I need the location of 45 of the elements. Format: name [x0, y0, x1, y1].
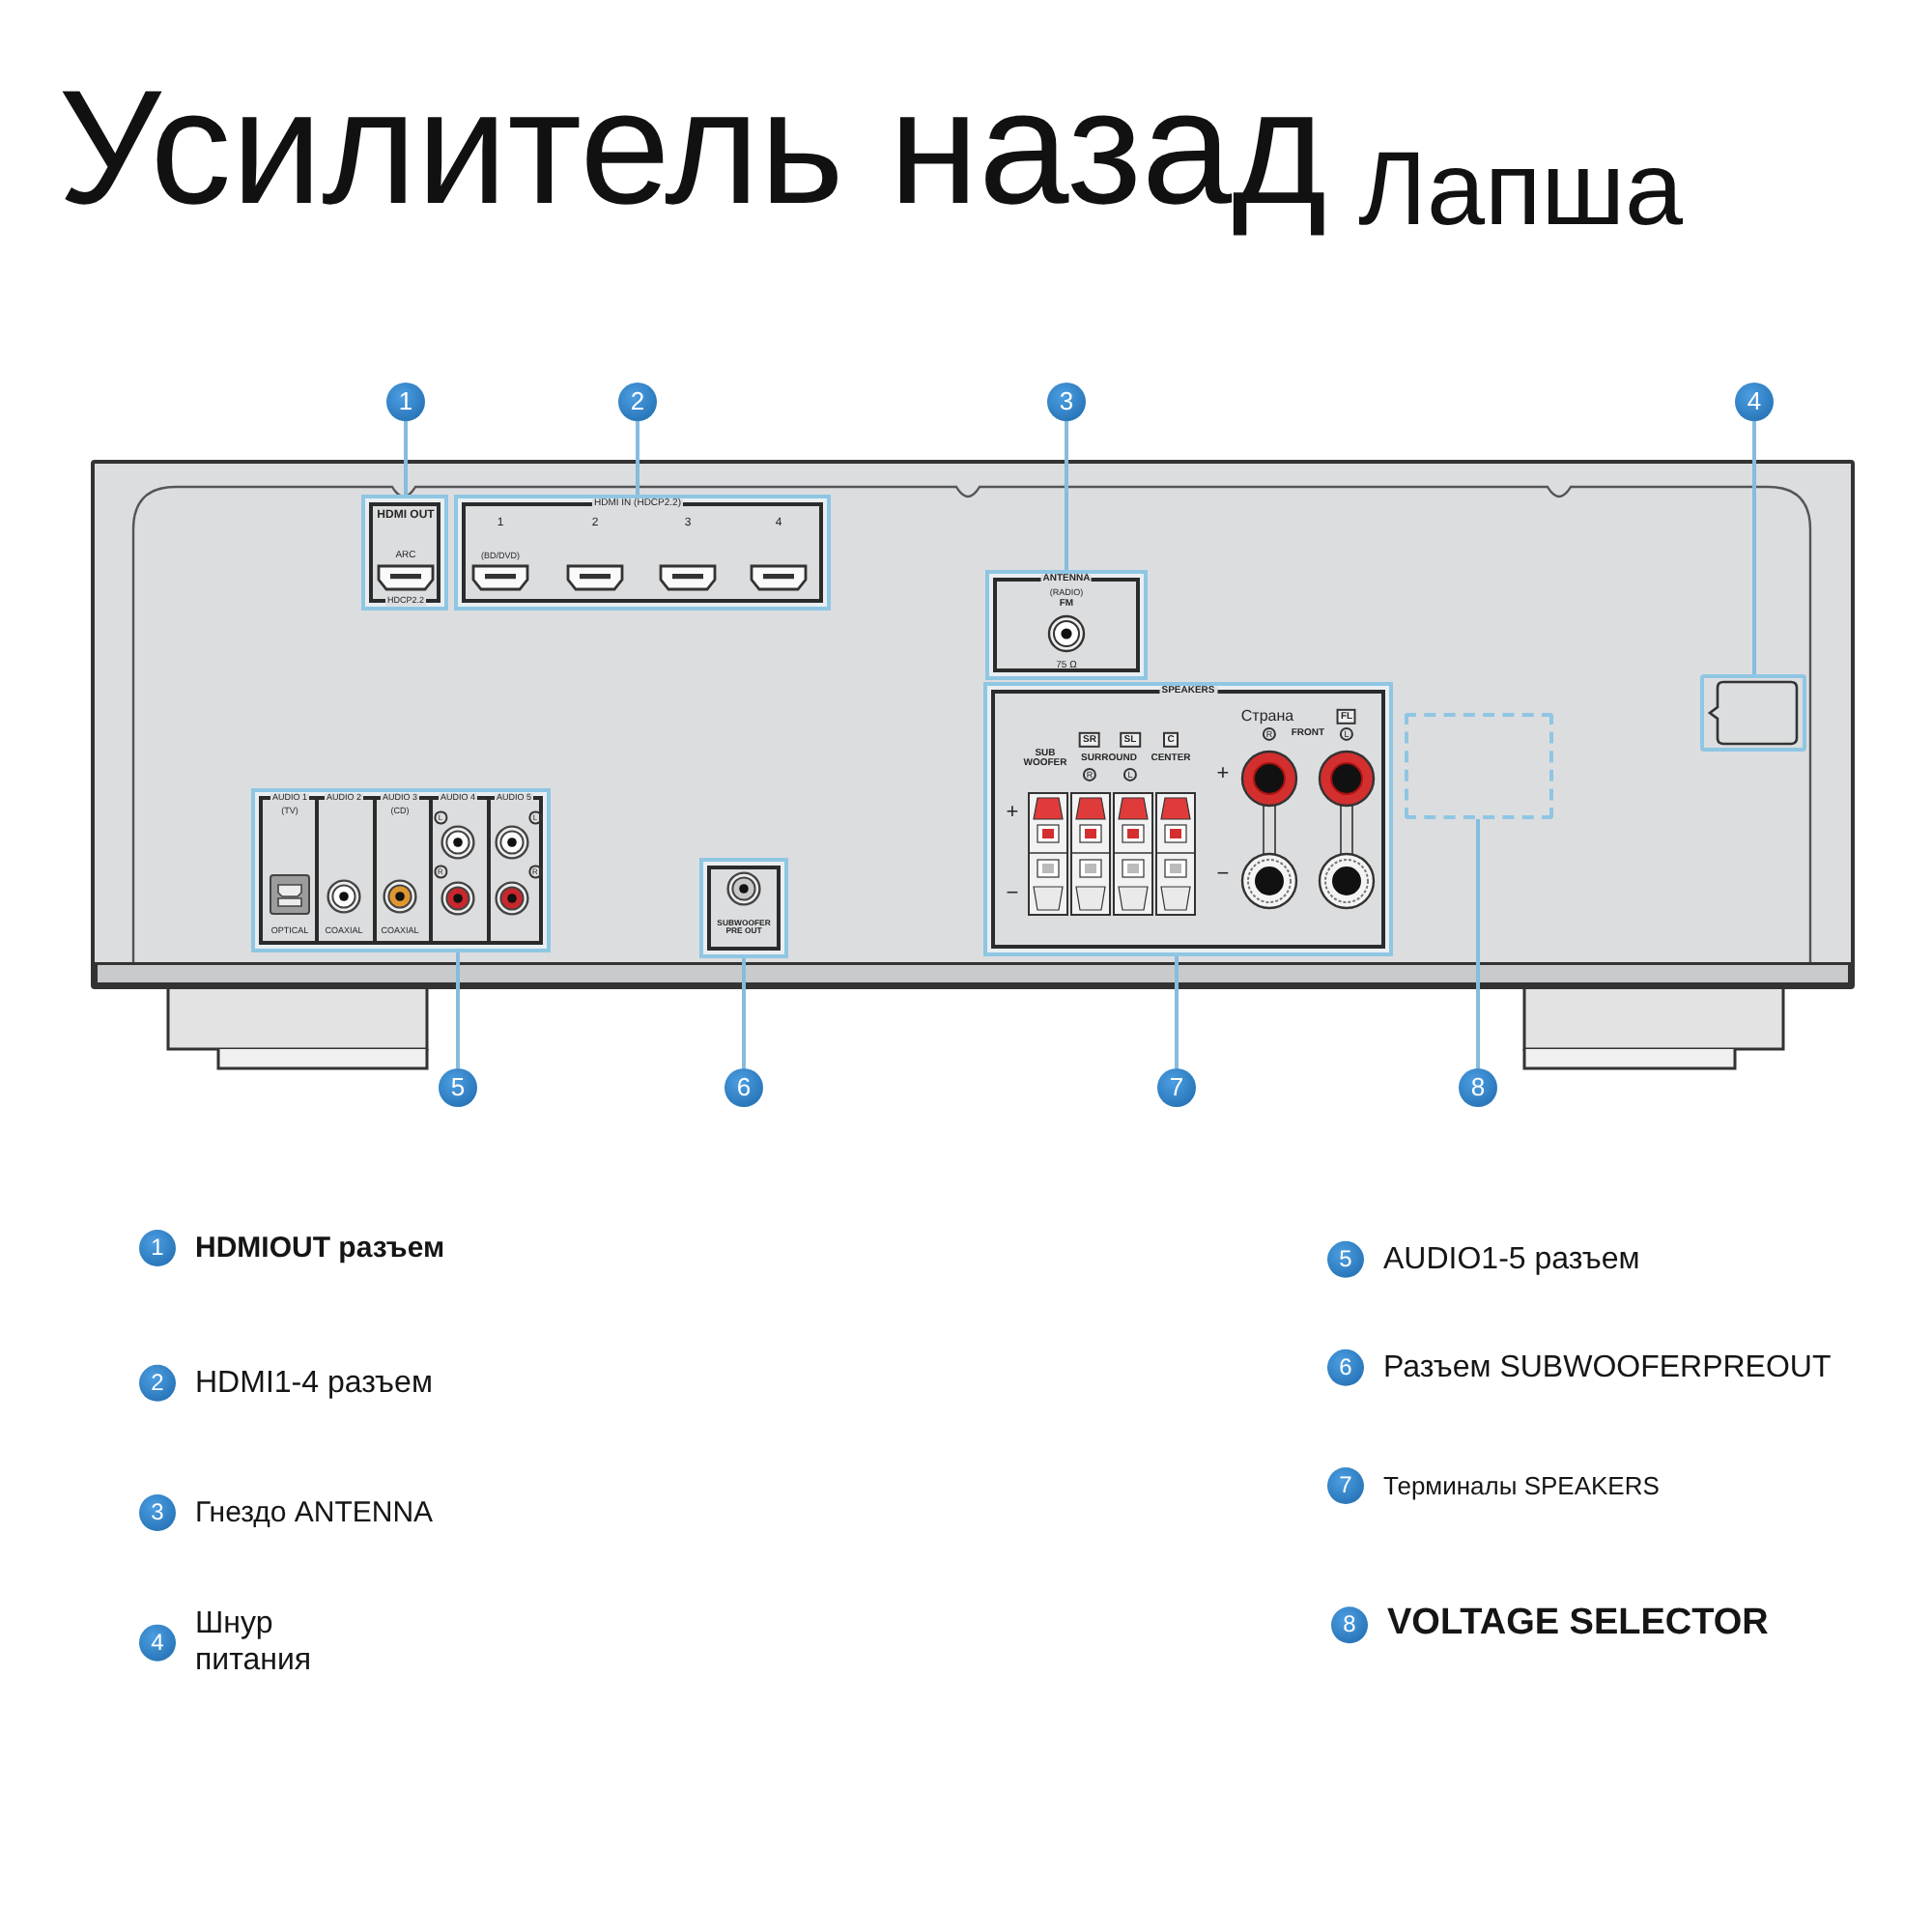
- callout-number: 8: [1459, 1068, 1497, 1107]
- leader-line: [636, 421, 639, 495]
- callout-number: 1: [386, 383, 425, 421]
- callout-number: 6: [724, 1068, 763, 1107]
- polarity-sign: +: [1006, 803, 1019, 824]
- part-description: Шнур питания: [195, 1605, 314, 1680]
- callout-number: 4: [1735, 383, 1774, 421]
- hdmi-out-panel: [361, 495, 448, 611]
- audio-input-panel: [251, 788, 551, 952]
- terminal-label: Страна: [1240, 709, 1294, 724]
- part-description: Гнездо ANTENNA: [195, 1495, 434, 1530]
- leader-line: [1752, 421, 1756, 674]
- antenna-panel: [985, 570, 1148, 680]
- callout-number: 7: [1327, 1467, 1364, 1504]
- callout-number: 8: [1331, 1606, 1368, 1643]
- voltage-selector-area: [1405, 713, 1553, 819]
- callout-number: 3: [139, 1494, 176, 1531]
- part-description: AUDIO1-5 разъем: [1383, 1240, 1640, 1279]
- callout-number: 5: [1327, 1241, 1364, 1278]
- callout-number: 5: [439, 1068, 477, 1107]
- leader-line: [1476, 819, 1480, 1068]
- callout-number: 7: [1157, 1068, 1196, 1107]
- subtitle: Лапша: [1358, 137, 1684, 242]
- part-description: HDMIOUT разъем: [195, 1231, 445, 1265]
- hdmi-in-panel: [454, 495, 831, 611]
- part-description: Разъем SUBWOOFERPREOUT: [1383, 1349, 1832, 1387]
- part-description: Терминалы SPEAKERS: [1383, 1470, 1660, 1501]
- callout-number: 2: [139, 1365, 176, 1402]
- polarity-sign: −: [1006, 884, 1019, 905]
- speaker-terminal-panel: [983, 682, 1393, 956]
- leader-line: [1065, 421, 1068, 570]
- polarity-sign: −: [1216, 865, 1230, 886]
- leader-line: [742, 958, 746, 1068]
- callout-number: 3: [1047, 383, 1086, 421]
- callout-number: 4: [139, 1624, 176, 1661]
- leader-line: [456, 952, 460, 1068]
- callout-number: 6: [1327, 1350, 1364, 1386]
- subwoofer-out-panel: [699, 858, 788, 958]
- polarity-sign: +: [1216, 764, 1230, 785]
- part-description: VOLTAGE SELECTOR: [1387, 1603, 1769, 1647]
- part-description: HDMI1-4 разъем: [195, 1364, 433, 1403]
- callout-number: 2: [618, 383, 657, 421]
- leader-line: [1175, 956, 1179, 1068]
- leader-line: [404, 421, 408, 495]
- callout-number: 1: [139, 1230, 176, 1266]
